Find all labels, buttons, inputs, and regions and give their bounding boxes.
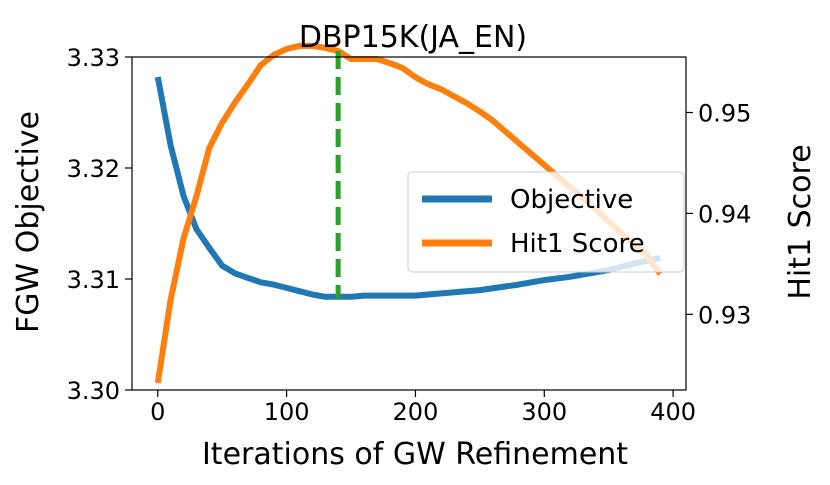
- y2-tick-label: 0.95: [698, 100, 751, 128]
- legend: Objective Hit1 Score: [407, 171, 685, 273]
- x-axis-label: Iterations of GW Refinement: [202, 437, 628, 472]
- x-tick-label: 0: [150, 398, 165, 426]
- x-tick-label: 100: [264, 398, 310, 426]
- x-tick-label: 200: [393, 398, 439, 426]
- y-tick-label: 3.32: [67, 155, 120, 183]
- plot-frame: [131, 56, 687, 391]
- y2-tick-label: 0.94: [698, 200, 751, 228]
- x-tick-label: 300: [521, 398, 567, 426]
- series-line-hit1-score: [154, 42, 663, 384]
- y2-axis-label: Hit1 Score: [783, 144, 818, 299]
- chart-title: DBP15K(JA_EN): [299, 20, 527, 55]
- y2-tick-label: 0.93: [698, 301, 751, 329]
- y-axis-label: FGW Objective: [11, 111, 46, 333]
- y-tick-label: 3.33: [67, 44, 120, 72]
- plot-area: [131, 42, 687, 391]
- y-tick-label: 3.31: [67, 266, 120, 294]
- y-tick-label: 3.30: [67, 377, 120, 405]
- legend-label-objective: Objective: [510, 185, 633, 215]
- y2-axis-ticks: 0.93 0.94 0.95: [686, 100, 751, 329]
- x-axis-ticks: 0 100 200 300 400: [150, 390, 696, 426]
- x-tick-label: 400: [650, 398, 696, 426]
- y-axis-ticks: 3.30 3.31 3.32 3.33: [67, 44, 132, 405]
- legend-label-hit1-score: Hit1 Score: [510, 229, 645, 259]
